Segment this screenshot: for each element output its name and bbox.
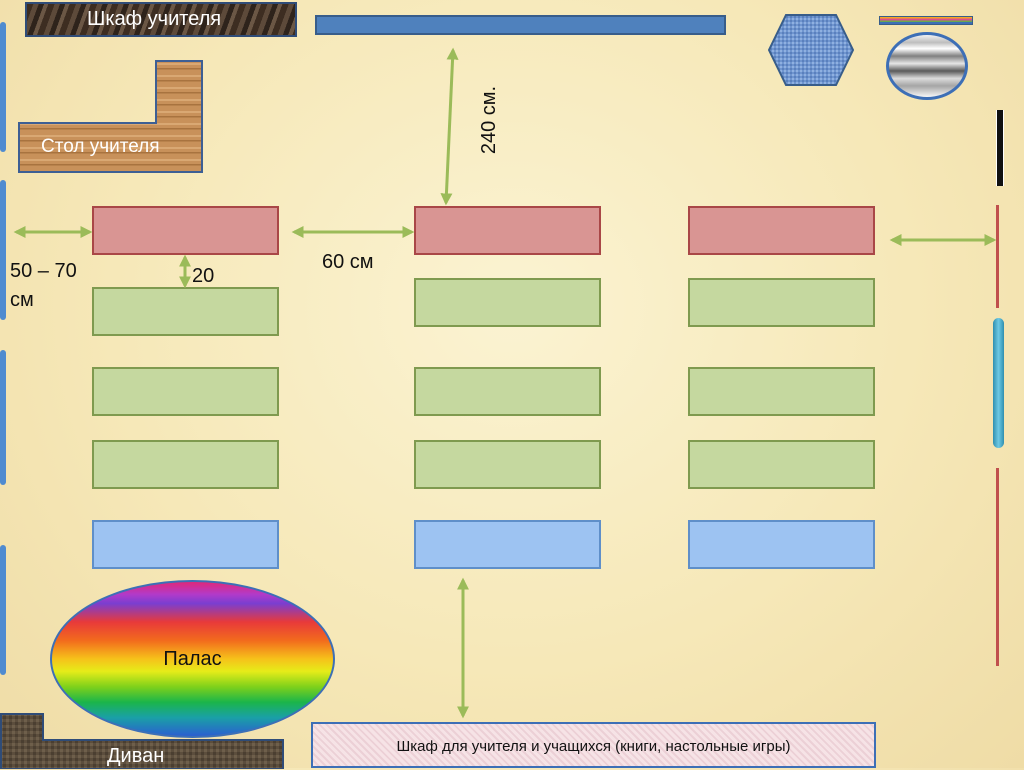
wall-gap-unit-label: см	[10, 289, 34, 311]
row-gap-label: 20	[192, 265, 215, 287]
teacher-cabinet-label: Шкаф учителя	[87, 8, 222, 30]
desk-back-col3[interactable]	[688, 520, 875, 569]
sofa-label: Диван	[107, 745, 165, 767]
door-icon	[996, 110, 1004, 186]
desk-row4-col2[interactable]	[414, 440, 601, 489]
desk-row4-col1[interactable]	[92, 440, 279, 489]
teacher-desk	[18, 60, 203, 173]
window-left-4	[0, 545, 6, 675]
front-gap-label: 240 см.	[478, 85, 501, 155]
window-left-3	[0, 350, 6, 485]
metal-oval-icon	[886, 32, 968, 100]
radiator	[993, 318, 1004, 448]
shared-cabinet-label: Шкаф для учителя и учащихся (книги, наст…	[396, 738, 791, 755]
wall-gap-label: 50 – 70	[10, 260, 77, 282]
desk-front-col3[interactable]	[688, 206, 875, 255]
desk-front-col1[interactable]	[92, 206, 279, 255]
teacher-cabinet: Шкаф учителя	[25, 2, 297, 37]
blackboard	[315, 15, 726, 35]
desk-row3-col1[interactable]	[92, 367, 279, 416]
shared-cabinet: Шкаф для учителя и учащихся (книги, наст…	[311, 722, 876, 768]
desk-row4-col3[interactable]	[688, 440, 875, 489]
desk-front-col2[interactable]	[414, 206, 601, 255]
desk-row3-col3[interactable]	[688, 367, 875, 416]
rainbow-strip	[879, 16, 973, 25]
desk-row2-col2[interactable]	[414, 278, 601, 327]
teacher-desk-label: Стол учителя	[41, 136, 160, 157]
arrow-front-gap	[440, 47, 459, 206]
desk-back-col1[interactable]	[92, 520, 279, 569]
desk-back-col2[interactable]	[414, 520, 601, 569]
rug: Палас	[50, 580, 335, 738]
rug-label: Палас	[163, 648, 222, 670]
aisle-gap-label: 60 см	[322, 251, 374, 273]
wall-red-line-1	[996, 205, 999, 308]
window-left-1	[0, 22, 6, 152]
desk-row2-col3[interactable]	[688, 278, 875, 327]
sofa	[0, 713, 284, 769]
wall-red-line-2	[996, 468, 999, 666]
window-left-2	[0, 180, 6, 320]
desk-row3-col2[interactable]	[414, 367, 601, 416]
hexagon-fabric-icon	[768, 14, 854, 86]
